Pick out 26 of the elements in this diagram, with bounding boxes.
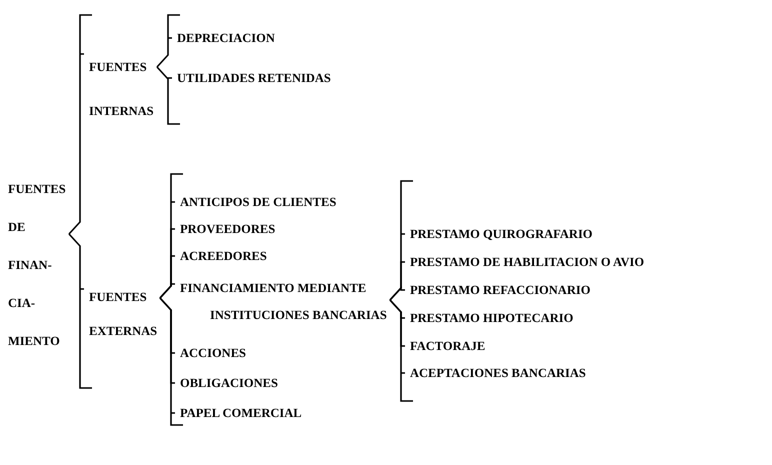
bracket-line [159,283,175,299]
bracket-line [68,233,93,389]
bracket-line [159,297,184,426]
node-label: UTILIDADES RETENIDAS [168,70,377,86]
node-label: DEPRECIACION [168,30,377,46]
bracket-line [156,14,181,68]
bracket-line [156,66,181,125]
node-label: PRESTAMO HIPOTECARIO [401,310,670,326]
node-label: FUENTES INTERNAS [80,45,157,133]
node-label: PRESTAMO QUIROGRAFARIO [401,226,670,242]
node-label: FACTORAJE [401,338,670,354]
node-label: FUENTES DE FINAN- CIA- MIENTO [8,170,69,360]
node-label: ACREEDORES [171,248,400,264]
node-label: PRESTAMO DE HABILITACION O AVIO [401,254,670,270]
node-label: OBLIGACIONES [171,375,400,391]
node-label: FUENTES EXTERNAS [80,280,160,348]
bracket-line [68,14,93,235]
bracket-line [389,286,405,301]
bracket-line [389,299,414,402]
node-label: FINANCIAMIENTO MEDIANTE INSTITUCIONES BANCARIAS [171,275,390,329]
node-label: ACCIONES [171,345,400,361]
node-label: PROVEEDORES [171,221,400,237]
node-label: ACEPTACIONES BANCARIAS [401,365,670,381]
node-label: ANTICIPOS DE CLIENTES [171,194,400,210]
node-label: PRESTAMO REFACCIONARIO [401,282,670,298]
node-label: PAPEL COMERCIAL [171,405,400,421]
